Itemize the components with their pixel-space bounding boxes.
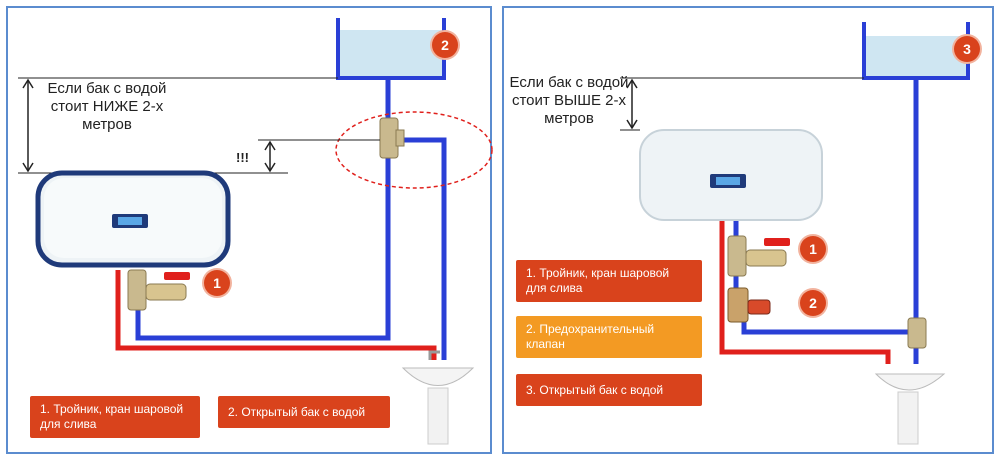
valve-handle	[164, 272, 190, 280]
note-below: Если бак с водой стоит НИЖЕ 2-х метров	[47, 80, 167, 133]
badge-tap: 1	[204, 270, 230, 296]
open-tank-water	[864, 36, 968, 78]
legend-item-1: 1. Тройник, кран шаровой для слива	[30, 396, 200, 438]
legend-item-3: 3. Открытый бак с водой	[516, 374, 702, 406]
safety-valve-lever	[747, 299, 771, 315]
badge-tank: 3	[954, 36, 980, 62]
drain-tee	[127, 269, 147, 311]
open-tank-water	[338, 30, 444, 78]
cold-pipe-to-sink	[400, 137, 447, 360]
left-diagram	[18, 18, 493, 445]
panel-below-2m: Если бак с водой стоит НИЖЕ 2-х метров !…	[6, 6, 493, 454]
badge-tank: 2	[432, 32, 458, 58]
safety-valve	[727, 287, 749, 323]
sink-tee	[907, 317, 927, 349]
ball-valve	[745, 249, 787, 267]
sink	[401, 367, 475, 386]
badge-tap: 1	[800, 236, 826, 262]
faucet	[428, 350, 440, 360]
sink-pedestal	[427, 387, 449, 445]
valve-handle	[764, 238, 790, 246]
legend-item-2: 2. Предохранительный клапан	[516, 316, 702, 358]
panel-above-2m: Если бак с водой стоит ВЫШЕ 2-х метров 3…	[502, 6, 994, 454]
sink	[874, 373, 946, 391]
drain-tee	[727, 235, 747, 277]
highlight-ellipse	[335, 111, 493, 189]
legend-item-2: 2. Открытый бак с водой	[218, 396, 390, 428]
tee-fitting	[379, 117, 399, 159]
badge-valve: 2	[800, 290, 826, 316]
right-diagram	[620, 22, 970, 445]
hot-pipe	[115, 270, 437, 360]
hot-pipe	[719, 218, 891, 364]
sink-pedestal	[897, 391, 919, 445]
warning-marker: !!!	[236, 150, 249, 165]
note-above: Если бак с водой стоит ВЫШЕ 2-х метров	[509, 74, 629, 127]
legend-item-1: 1. Тройник, кран шаровой для слива	[516, 260, 702, 302]
ball-valve	[145, 283, 187, 301]
